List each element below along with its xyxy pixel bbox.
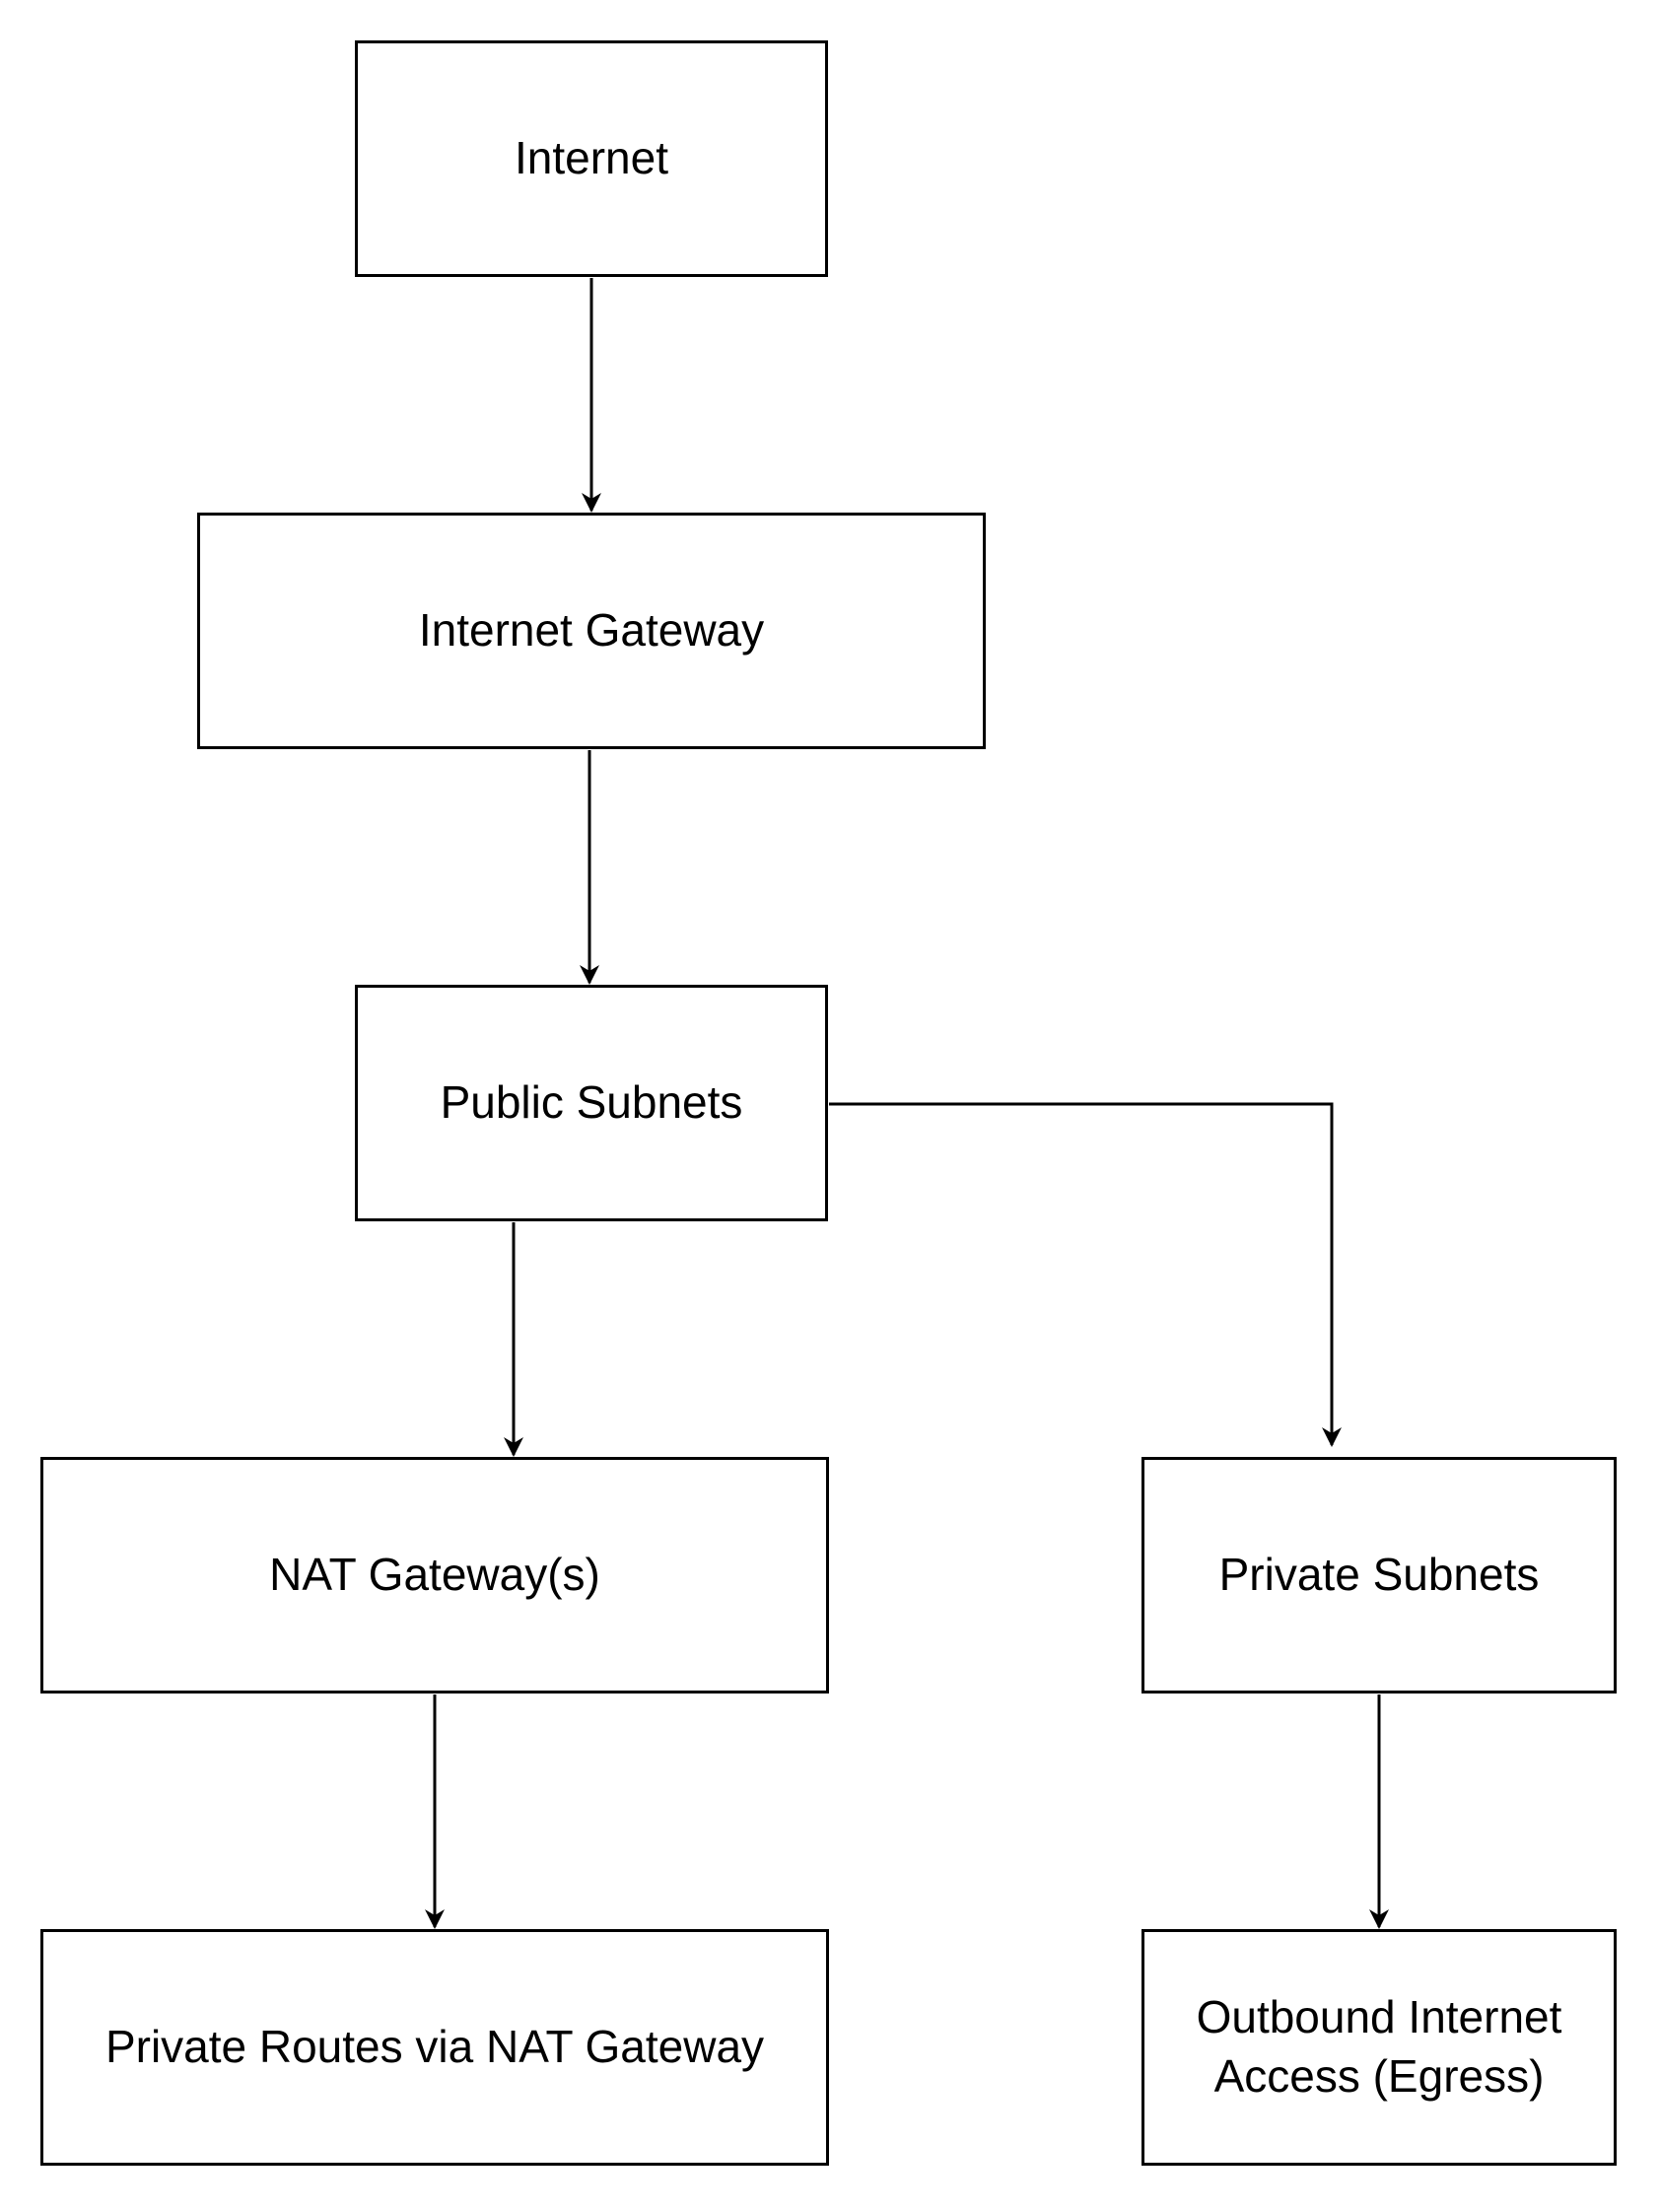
node-private-routes-label: Private Routes via NAT Gateway xyxy=(104,2021,765,2073)
node-private-routes: Private Routes via NAT Gateway xyxy=(40,1929,829,2166)
node-outbound-access-label: Outbound Internet Access (Egress) xyxy=(1196,1991,1562,2102)
node-nat-gateways-label: NAT Gateway(s) xyxy=(269,1549,600,1601)
node-internet: Internet xyxy=(355,40,828,277)
node-outbound-access: Outbound Internet Access (Egress) xyxy=(1141,1929,1617,2166)
node-private-subnets: Private Subnets xyxy=(1141,1457,1617,1694)
node-nat-gateways: NAT Gateway(s) xyxy=(40,1457,829,1694)
node-public-subnets-label: Public Subnets xyxy=(440,1076,743,1129)
node-public-subnets: Public Subnets xyxy=(355,985,828,1221)
node-internet-gateway: Internet Gateway xyxy=(197,513,986,749)
node-internet-label: Internet xyxy=(515,132,668,184)
edge-public-subnets-to-private-subnets xyxy=(829,1102,1342,1447)
node-internet-gateway-label: Internet Gateway xyxy=(418,604,765,657)
node-private-subnets-label: Private Subnets xyxy=(1218,1549,1540,1601)
